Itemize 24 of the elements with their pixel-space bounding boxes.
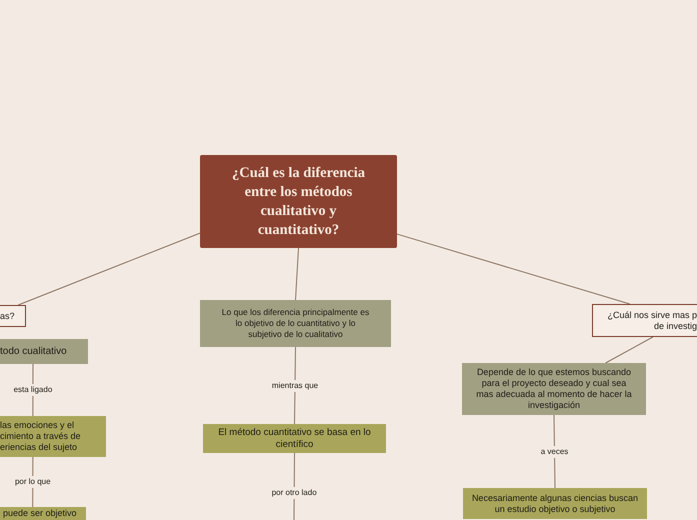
question-text: ¿Cuál nos sirve mas p de investig [606,310,697,332]
title-text: ¿Cuál es la diferencia entre los métodos cualitativo y cuantitativo? [230,164,366,240]
title-box [200,155,397,248]
topic-box [203,424,386,453]
topic-text: las emociones y el cimiento a través de eriencias del sujeto [0,420,82,453]
topic-box [462,363,646,415]
topic-box [463,488,647,519]
topic-text: todo cualitativo [0,345,68,358]
question-box [592,304,697,337]
topic-text: puede ser objetivo [3,508,78,519]
topic-text: Lo que los diferencia principalmente es lo objetivo de lo cuantitativo y lo subjetivo de lo cualitativo [220,307,370,340]
question-box [0,305,26,327]
topic-box [0,507,86,520]
topic-box [0,416,106,457]
topic-text: Depende de lo que estemos buscando para el proyecto deseado y cual sea mas adecuada al momento de hacer la investigación [475,367,633,411]
topic-box [200,300,391,347]
connector-line [18,232,200,306]
connector-line [605,336,654,364]
question-text: as? [0,310,16,322]
connector-line [295,248,299,300]
connector-line [396,234,630,304]
topic-text: Necesariamente algunas ciencias buscan un estudio objetivo o subjetivo [471,492,639,514]
topic-box [0,339,88,364]
topic-text: El método cuantitativo se basa en lo científico [217,426,372,450]
